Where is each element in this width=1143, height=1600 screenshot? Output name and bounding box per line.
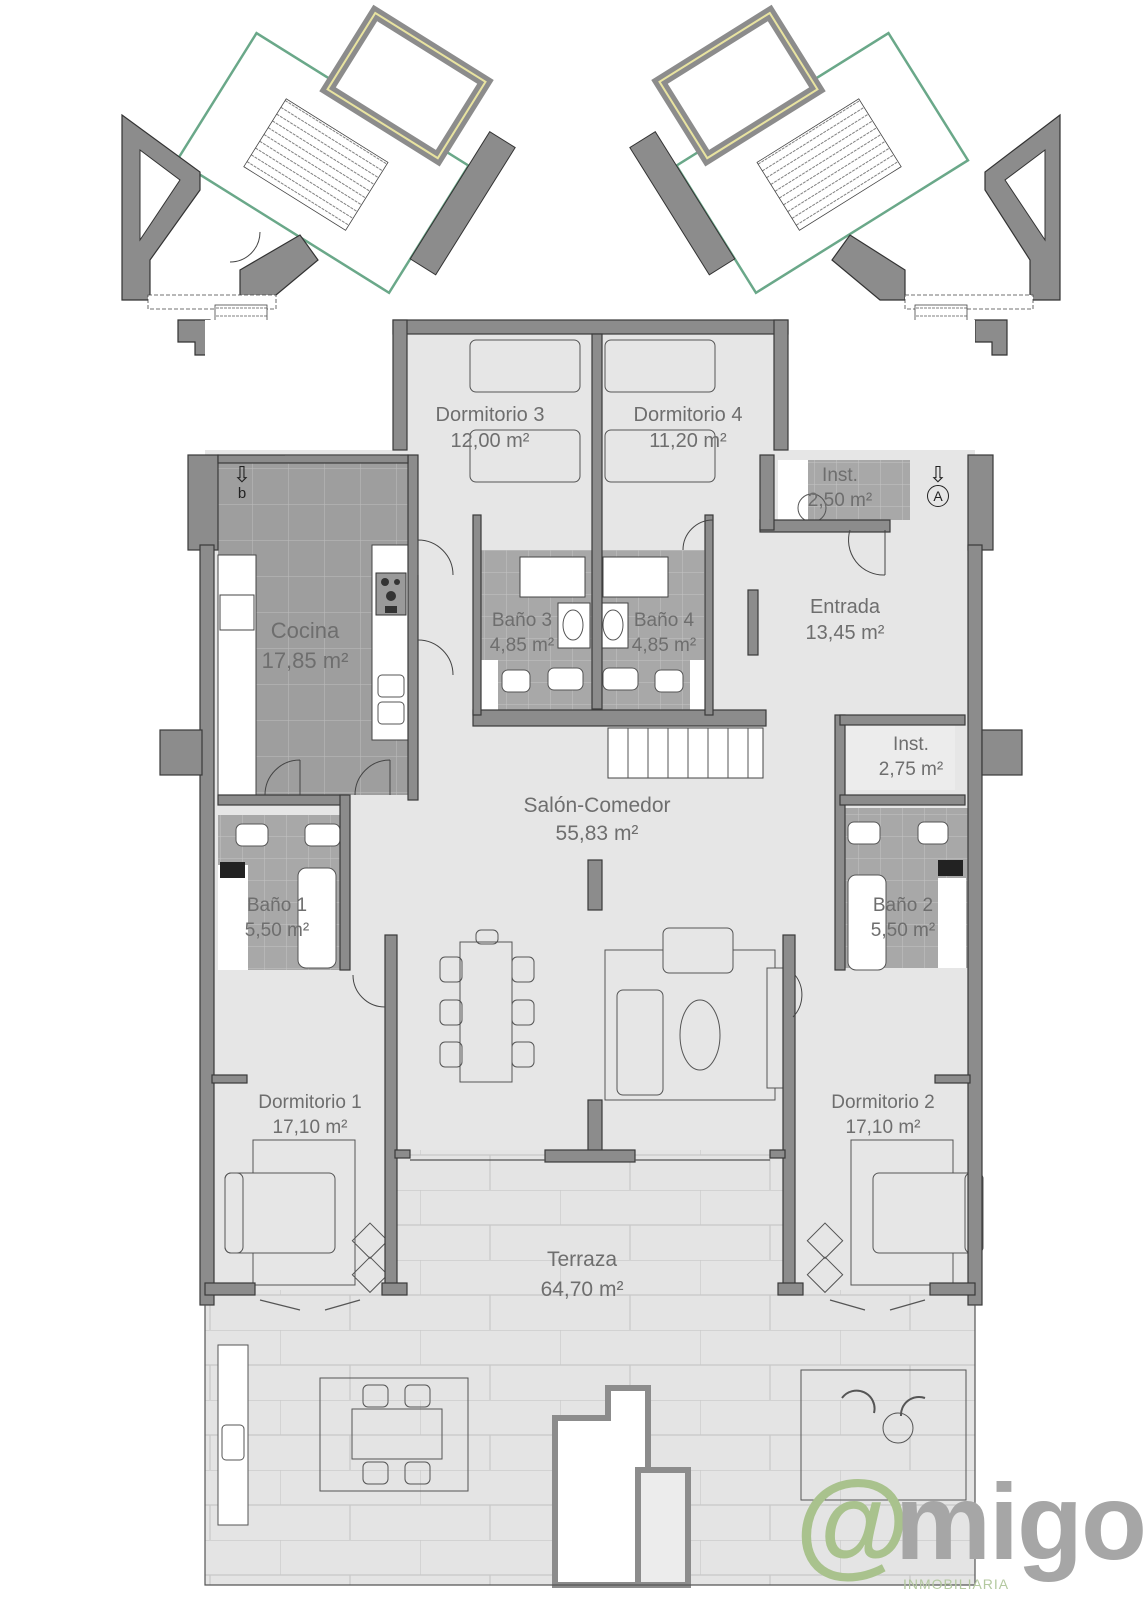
- room-name: Dormitorio 1: [258, 1092, 362, 1113]
- interior-stairs: [607, 727, 764, 779]
- room-name: Baño 1: [246, 895, 308, 916]
- windows: [204, 454, 976, 1586]
- room-area: 17,85 m²: [261, 648, 349, 673]
- room-name: Cocina: [270, 618, 340, 643]
- top-bedroom-beds: [469, 339, 716, 483]
- room-area: 2,50 m²: [807, 490, 873, 511]
- label-entrada: Entrada 13,45 m²: [806, 594, 885, 646]
- logo-wordmark: migo: [895, 1461, 1143, 1582]
- label-bano-1: Baño 1 5,50 m²: [245, 893, 309, 943]
- room-area: 4,85 m²: [489, 635, 555, 656]
- room-area: 17,10 m²: [845, 1117, 921, 1138]
- room-area: 11,20 m²: [649, 430, 727, 452]
- room-name: Salón-Comedor: [523, 794, 671, 817]
- room-name: Dormitorio 4: [633, 404, 743, 426]
- label-bano-3: Baño 3 4,85 m²: [490, 608, 554, 658]
- stair-marker-a: ⇩ A: [927, 462, 949, 507]
- label-dormitorio-4: Dormitorio 4 11,20 m²: [634, 402, 743, 454]
- room-dormitorio-2: [806, 1139, 984, 1294]
- room-name: Baño 3: [491, 610, 553, 631]
- label-dormitorio-3: Dormitorio 3 12,00 m²: [436, 402, 545, 454]
- room-bano-4: [599, 550, 710, 710]
- dining-table: [439, 929, 535, 1083]
- label-terraza: Terraza 64,70 m²: [541, 1245, 624, 1305]
- room-name: Inst.: [822, 465, 858, 486]
- label-inst-1: Inst. 2,50 m²: [808, 463, 872, 513]
- walls: [159, 319, 1023, 1306]
- room-bano-2: [843, 808, 968, 971]
- room-name: Dormitorio 2: [831, 1092, 935, 1113]
- room-name: Terraza: [546, 1248, 618, 1271]
- room-name: Inst.: [893, 734, 929, 755]
- room-inst-2: [845, 725, 955, 790]
- amigo-inmobiliaria-logo: @ migo INMOBILIARIA: [795, 1464, 1143, 1592]
- label-dormitorio-2: Dormitorio 2 17,10 m²: [831, 1090, 934, 1140]
- room-name: Dormitorio 3: [435, 404, 545, 426]
- room-inst-1: [778, 460, 910, 523]
- label-salon-comedor: Salón-Comedor 55,83 m²: [523, 792, 670, 848]
- stair-treads: [627, 728, 749, 778]
- label-bano-4: Baño 4 4,85 m²: [632, 608, 696, 658]
- label-bano-2: Baño 2 5,50 m²: [871, 893, 935, 943]
- down-arrow-icon: ⇩: [928, 462, 948, 487]
- marker-label: A: [927, 485, 949, 507]
- room-area: 17,10 m²: [272, 1117, 348, 1138]
- label-cocina: Cocina 17,85 m²: [262, 616, 349, 676]
- room-name: Baño 2: [872, 895, 934, 916]
- label-inst-2: Inst. 2,75 m²: [879, 732, 943, 782]
- stair-marker-b: ⇩ b: [232, 462, 252, 503]
- label-dormitorio-1: Dormitorio 1 17,10 m²: [258, 1090, 361, 1140]
- room-area: 5,50 m²: [870, 920, 936, 941]
- room-bano-1: [218, 815, 343, 970]
- room-area: 5,50 m²: [244, 920, 310, 941]
- room-area: 13,45 m²: [805, 622, 885, 644]
- logo-at-symbol: @: [795, 1457, 911, 1589]
- room-area: 4,85 m²: [631, 635, 697, 656]
- room-dormitorio-1: [224, 1139, 389, 1294]
- room-area: 12,00 m²: [450, 430, 530, 452]
- down-arrow-icon: ⇩: [232, 462, 252, 487]
- room-area: 55,83 m²: [555, 822, 639, 845]
- logo-subtitle: INMOBILIARIA: [903, 1576, 1010, 1592]
- marker-label: b: [237, 485, 247, 502]
- room-area: 2,75 m²: [878, 759, 944, 780]
- room-bano-3: [475, 550, 595, 710]
- room-area: 64,70 m²: [540, 1278, 624, 1301]
- room-name: Entrada: [809, 596, 881, 618]
- terrace-furniture: [217, 1344, 967, 1526]
- room-cocina: [217, 455, 411, 796]
- doors: [229, 231, 886, 1018]
- room-name: Baño 4: [633, 610, 695, 631]
